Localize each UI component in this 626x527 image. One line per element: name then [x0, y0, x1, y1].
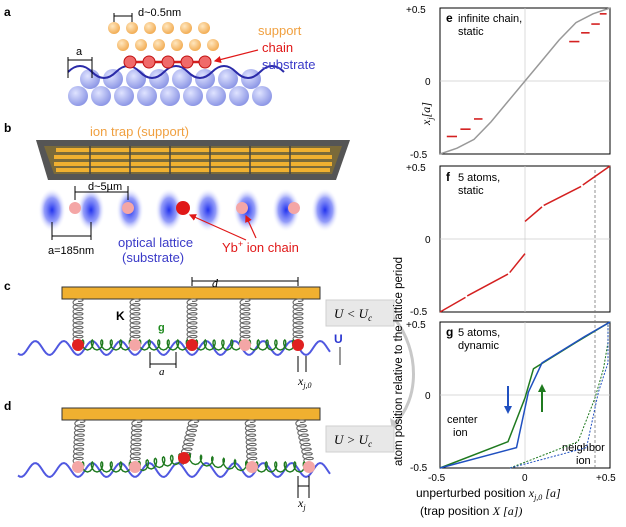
title-e-1: infinite chain,	[458, 13, 522, 25]
segment-f-1	[466, 273, 509, 297]
label-K: K	[116, 309, 125, 323]
ions-d	[72, 452, 315, 473]
ytick-e-bot: -0.5	[410, 150, 428, 161]
ytick-f-top: +0.5	[406, 163, 426, 174]
title-g-2: dynamic	[458, 340, 499, 352]
ytick-g-mid: 0	[425, 391, 431, 402]
segment-f-2	[509, 253, 526, 274]
segment-f-0	[439, 296, 466, 313]
panel-c: c d K g a xj,0 U U < Uc	[4, 276, 415, 430]
vertical-spring-d	[129, 419, 143, 465]
ytick-e-mid: 0	[425, 77, 431, 88]
panel-d: d xj U > Uc	[4, 399, 395, 512]
series-line-e-0	[439, 7, 611, 155]
condition-d: U > Uc	[334, 432, 372, 449]
label-a-c: a	[159, 366, 165, 378]
title-f-1: 5 atoms,	[458, 172, 500, 184]
y-axis-label: atom position relative to the lattice pe…	[393, 257, 405, 466]
label-d-support: d~0.5nm	[138, 7, 181, 19]
label-xj0: xj,0	[297, 374, 312, 390]
label-a-185: a=185nm	[48, 245, 94, 257]
ytick-f-mid: 0	[425, 235, 431, 246]
label-center-2: ion	[453, 427, 468, 439]
segment-f-3	[524, 206, 543, 223]
vertical-spring-d	[72, 419, 86, 465]
condition-c: U < Uc	[334, 306, 372, 323]
coupling-spring-d	[77, 452, 310, 473]
x-axis-label-1: unperturbed position xj,0 [a]	[416, 486, 561, 502]
transition-arrow	[392, 317, 415, 426]
springs-c	[72, 298, 304, 343]
label-xj: xj	[297, 496, 306, 512]
panel-b: b ion trap (support)	[4, 121, 350, 265]
substrate-atoms	[68, 69, 272, 106]
label-a-lattice: a	[76, 46, 83, 58]
yb-ions	[69, 201, 300, 215]
title-g-1: 5 atoms,	[458, 327, 500, 339]
label-substrate-b: (substrate)	[122, 250, 184, 265]
label-center-1: center	[447, 414, 478, 426]
chain-atoms	[123, 55, 212, 69]
vertical-spring-c	[292, 298, 304, 343]
vertical-spring-c	[72, 298, 84, 343]
segment-f-4	[543, 185, 582, 207]
label-neighbor-2: ion	[576, 455, 591, 467]
ytick-e-top: +0.5	[406, 5, 426, 16]
vertical-spring-c	[129, 298, 141, 343]
panel-letter-g: g	[446, 325, 453, 339]
condition-box-d	[325, 425, 395, 453]
label-d-c: d	[212, 276, 219, 290]
springs-d	[72, 419, 314, 465]
title-f-2: static	[458, 185, 484, 197]
arrow-head-down	[504, 406, 512, 414]
plots: +0.5 0 -0.5 +0.5 0 -0.5 +0.5 0 -0.5 -0.5…	[393, 5, 616, 518]
neighbor-line-1	[509, 322, 609, 469]
panel-a: a d	[4, 5, 315, 106]
panel-letter-f: f	[446, 170, 451, 184]
condition-box-c	[325, 299, 395, 327]
label-g: g	[158, 322, 165, 334]
panel-letter-d: d	[4, 399, 11, 413]
xtick-mid: 0	[522, 473, 528, 484]
vertical-spring-c	[239, 298, 251, 343]
support-atoms	[108, 22, 219, 51]
lattice-wave-d	[17, 461, 331, 479]
xtick-left: -0.5	[428, 473, 446, 484]
label-optical-lattice: optical lattice	[118, 235, 193, 250]
vertical-spring-d	[244, 419, 258, 465]
label-neighbor-1: neighbor	[562, 442, 605, 454]
support-bar-d	[61, 407, 321, 421]
vertical-spring-c	[186, 298, 198, 343]
support-bar-c	[61, 286, 321, 300]
label-U: U	[334, 332, 343, 346]
title-e-2: static	[458, 26, 484, 38]
segment-f-5	[582, 165, 611, 186]
chart-marks	[439, 7, 611, 469]
ion-trap-chip	[36, 140, 350, 180]
ytick-g-bot: -0.5	[410, 463, 428, 474]
xtick-right: +0.5	[596, 473, 616, 484]
label-ion-trap: ion trap (support)	[90, 124, 189, 139]
label-chain: chain	[262, 40, 293, 55]
optical-lattice	[38, 188, 339, 232]
panel-letter-c: c	[4, 279, 11, 293]
lattice-wave-c	[17, 339, 331, 357]
label-support: support	[258, 23, 302, 38]
potential-wave	[67, 65, 285, 79]
yvar-label: xj[a]	[419, 102, 435, 126]
series-line-g-1	[439, 321, 611, 469]
label-substrate: substrate	[262, 57, 315, 72]
ytick-g-top: +0.5	[406, 320, 426, 331]
vertical-spring-d	[295, 419, 314, 465]
ytick-f-bot: -0.5	[410, 307, 428, 318]
panel-letter-e: e	[446, 11, 453, 25]
x-axis-label-2: (trap position X [a])	[420, 504, 522, 518]
label-d-ions: d~5µm	[88, 181, 122, 193]
panel-letter-b: b	[4, 121, 11, 135]
panel-letter-a: a	[4, 5, 11, 19]
arrow-head-up	[538, 384, 546, 392]
label-yb-ion-chain: Yb+ ion chain	[222, 239, 299, 255]
ions-c	[72, 339, 304, 351]
